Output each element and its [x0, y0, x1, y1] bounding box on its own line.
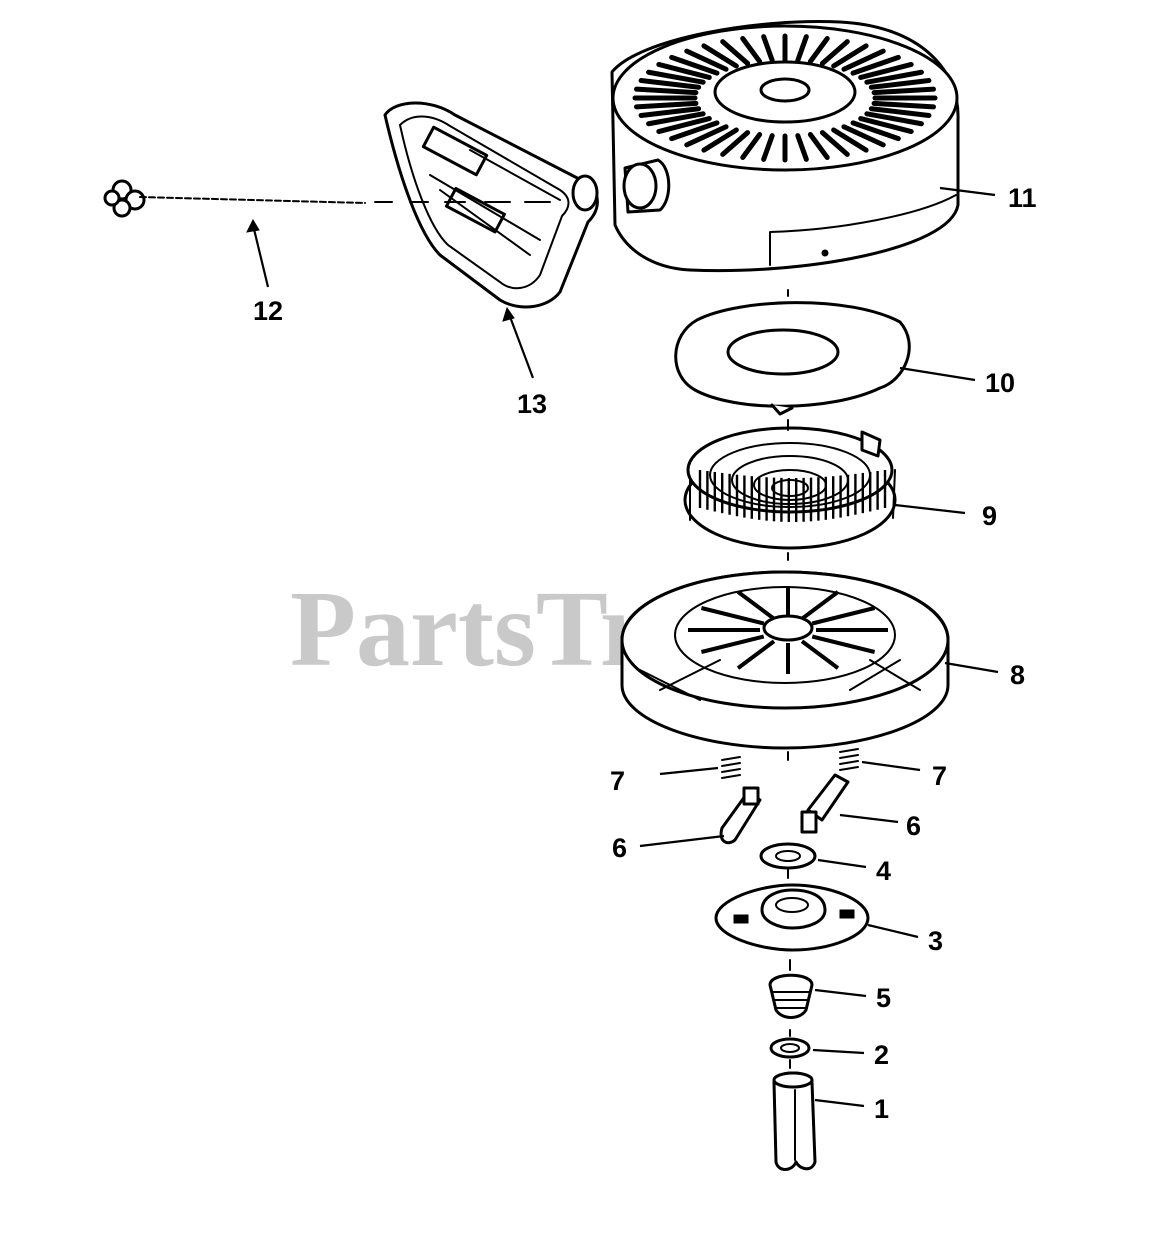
vent-slot [656, 116, 712, 135]
callout-7-right: 7 [932, 761, 947, 791]
vent-slot [646, 69, 706, 85]
vent-slot [656, 61, 712, 80]
recoil-spring [683, 426, 897, 550]
vent-slot [646, 111, 706, 127]
pulley-spoke [811, 606, 876, 626]
vent-slot [740, 131, 763, 160]
callout-9: 9 [982, 501, 997, 531]
pulley-spoke [700, 634, 765, 654]
vent-slot [858, 61, 914, 80]
vent-slot [720, 39, 751, 66]
pulley-spoke [800, 590, 840, 621]
pin [772, 1071, 817, 1171]
vent-slot [868, 78, 932, 90]
vent-slot [807, 131, 830, 160]
pulley-spoke [811, 634, 876, 654]
callout-11: 11 [1008, 183, 1037, 213]
starter-pulley [620, 570, 950, 750]
vent-slot [638, 78, 702, 90]
vent-slot [684, 124, 729, 148]
vent-slot [850, 54, 901, 76]
pulley-spoke [736, 639, 776, 670]
vent-slot [761, 34, 775, 63]
vent-slot [634, 100, 699, 110]
pulley-spoke [700, 606, 765, 626]
vent-slot [669, 120, 720, 142]
vent-slot [868, 106, 932, 118]
vent-slot [701, 43, 739, 69]
starter-housing [610, 20, 960, 273]
callout-13: 13 [517, 389, 547, 419]
vent-slot [858, 116, 914, 135]
starter-handle [383, 101, 599, 309]
vent-slot [807, 36, 830, 65]
callout-3: 3 [928, 926, 943, 956]
vent-slot [871, 86, 936, 96]
vent-slot [720, 130, 751, 157]
vent-slot [761, 133, 775, 162]
vent-slot [669, 54, 720, 76]
callout-5: 5 [876, 983, 891, 1013]
vent-slot [638, 106, 702, 118]
pulley-spoke [736, 590, 776, 621]
vent-slot [841, 124, 886, 148]
brake-spring [768, 973, 814, 1019]
callout-10: 10 [985, 368, 1015, 398]
callout-6-left: 6 [612, 833, 627, 863]
vent-slot [684, 48, 729, 72]
callout-12: 12 [253, 296, 283, 326]
vent-slot [850, 120, 901, 142]
starter-rope [103, 179, 551, 218]
vent-slot [634, 86, 699, 96]
vent-slot [864, 111, 924, 127]
vent-slot [740, 36, 763, 65]
vent-slot [864, 69, 924, 85]
vent-slot [819, 39, 850, 66]
pawls [719, 773, 850, 845]
vent-slot [795, 133, 809, 162]
vent-slot [831, 127, 869, 153]
callout-7-left: 7 [610, 766, 625, 796]
vent-slot [871, 100, 936, 110]
vent-slot [701, 127, 739, 153]
retainer [714, 883, 870, 952]
washer [759, 842, 817, 870]
callout-4: 4 [876, 856, 891, 886]
vent-slot [841, 48, 886, 72]
vent-slot [819, 130, 850, 157]
pawl-springs [721, 748, 859, 779]
callout-1: 1 [874, 1094, 889, 1124]
starter-plate [674, 301, 911, 416]
callout-6-right: 6 [906, 811, 921, 841]
vent-slot [795, 34, 809, 63]
small-washer [769, 1037, 811, 1059]
callout-2: 2 [874, 1040, 889, 1070]
vent-slot [831, 43, 869, 69]
pulley-spoke [800, 639, 840, 670]
leader-lines [246, 186, 999, 1108]
callout-8: 8 [1010, 660, 1025, 690]
